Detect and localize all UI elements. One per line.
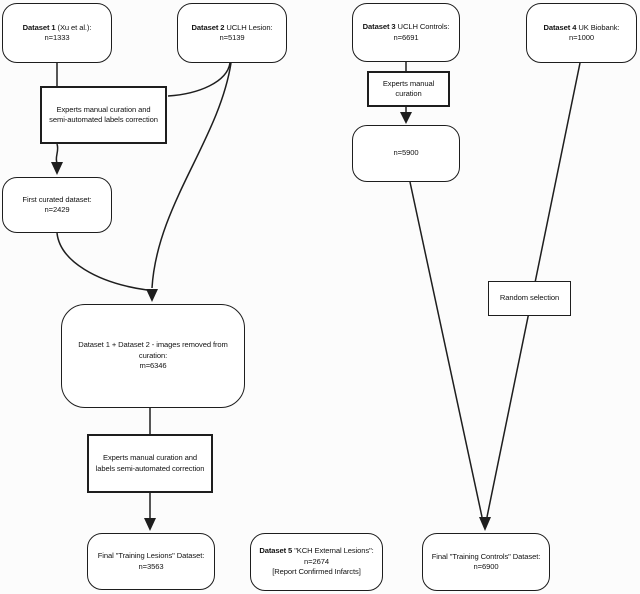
connector-dataset2-curation1 [167,62,231,97]
node-dataset-5-title: Dataset 5 "KCH External Lesions": [259,546,373,557]
node-experts-manual-curation-text: Experts manual curation [382,78,435,99]
node-final-training-lesions-title: Final "Training Lesions" Dataset: [97,551,205,560]
node-final-training-controls: Final "Training Controls" Dataset: n=690… [422,533,550,591]
node-merged-dataset-count: m=6346 [139,361,167,371]
node-dataset-5-subtitle: "KCH External Lesions": [292,546,374,556]
node-dataset-1: Dataset 1 (Xu et al.): n=1333 [2,3,112,63]
arrowhead-merged [146,289,158,302]
node-dataset-5-label: Dataset 5 [259,546,293,556]
connector-curation1-firstcurated [55,143,59,164]
node-dataset-3-label: Dataset 3 [362,22,396,31]
node-merged-dataset: Dataset 1 + Dataset 2 - images removed f… [61,304,245,408]
node-dataset-4: Dataset 4 UK Biobank: n=1000 [526,3,637,63]
node-dataset-2-subtitle: UCLH Lesion: [224,22,273,32]
node-dataset-4-title: Dataset 4 UK Biobank: [544,23,620,34]
arrowhead-firstcurated [51,162,63,175]
node-first-curated-dataset: First curated dataset: n=2429 [2,177,112,233]
node-dataset-1-label: Dataset 1 [22,22,56,32]
node-n5900-count: n=5900 [393,148,419,158]
node-dataset-3-count: n=6691 [393,32,419,42]
node-first-curated-dataset-count: n=2429 [44,205,70,214]
node-final-training-lesions-count: n=3563 [138,561,164,571]
node-first-curated-dataset-title: First curated dataset: [22,194,92,204]
node-dataset-4-subtitle: UK Biobank: [576,22,620,32]
node-final-training-controls-count: n=6900 [473,562,499,571]
node-dataset-5-count: n=2674 [304,556,329,566]
node-experts-curation-labels-correction-text: Experts manual curation and labels semi-… [95,453,205,473]
node-dataset-3-subtitle: UCLH Controls: [395,22,450,31]
connector-dataset2-merged [151,62,232,289]
node-random-selection: Random selection [488,281,571,316]
connector-firstcurated-merged [56,232,148,291]
node-dataset-4-count: n=1000 [569,33,594,42]
node-random-selection-text: Random selection [499,293,560,303]
node-experts-curation-labels-correction: Experts manual curation and labels semi-… [87,434,213,493]
connector-n5900-finalcontrols [409,181,483,518]
node-dataset-3-title: Dataset 3 UCLH Controls: [363,22,450,33]
node-dataset-4-label: Dataset 4 [543,22,577,32]
node-experts-manual-curation: Experts manual curation [367,71,450,107]
node-merged-dataset-title: Dataset 1 + Dataset 2 - images removed f… [78,340,228,360]
node-dataset-1-count: n=1333 [44,33,70,42]
node-dataset-1-title: Dataset 1 (Xu et al.): [23,23,92,34]
node-final-training-lesions: Final "Training Lesions" Dataset: n=3563 [87,533,215,590]
node-dataset-2-title: Dataset 2 UCLH Lesion: [192,23,273,34]
node-dataset-2-count: n=5139 [219,33,245,42]
node-experts-curation-semi-automated-text: Experts manual curation and semi-automat… [49,104,158,125]
node-experts-curation-semi-automated: Experts manual curation and semi-automat… [40,86,167,144]
node-n5900: n=5900 [352,125,460,182]
node-final-training-controls-title: Final "Training Controls" Dataset: [431,551,541,561]
arrowhead-n5900 [400,112,412,124]
node-dataset-2: Dataset 2 UCLH Lesion: n=5139 [177,3,287,63]
node-dataset-3: Dataset 3 UCLH Controls: n=6691 [352,3,460,62]
node-dataset-1-subtitle: (Xu et al.): [55,22,92,32]
node-dataset-5: Dataset 5 "KCH External Lesions": n=2674… [250,533,383,591]
arrowhead-finalcontrols [479,517,491,531]
arrowhead-finallesions [144,518,156,531]
node-dataset-2-label: Dataset 2 [191,22,225,32]
node-dataset-5-note: [Report Confirmed Infarcts] [272,567,361,577]
